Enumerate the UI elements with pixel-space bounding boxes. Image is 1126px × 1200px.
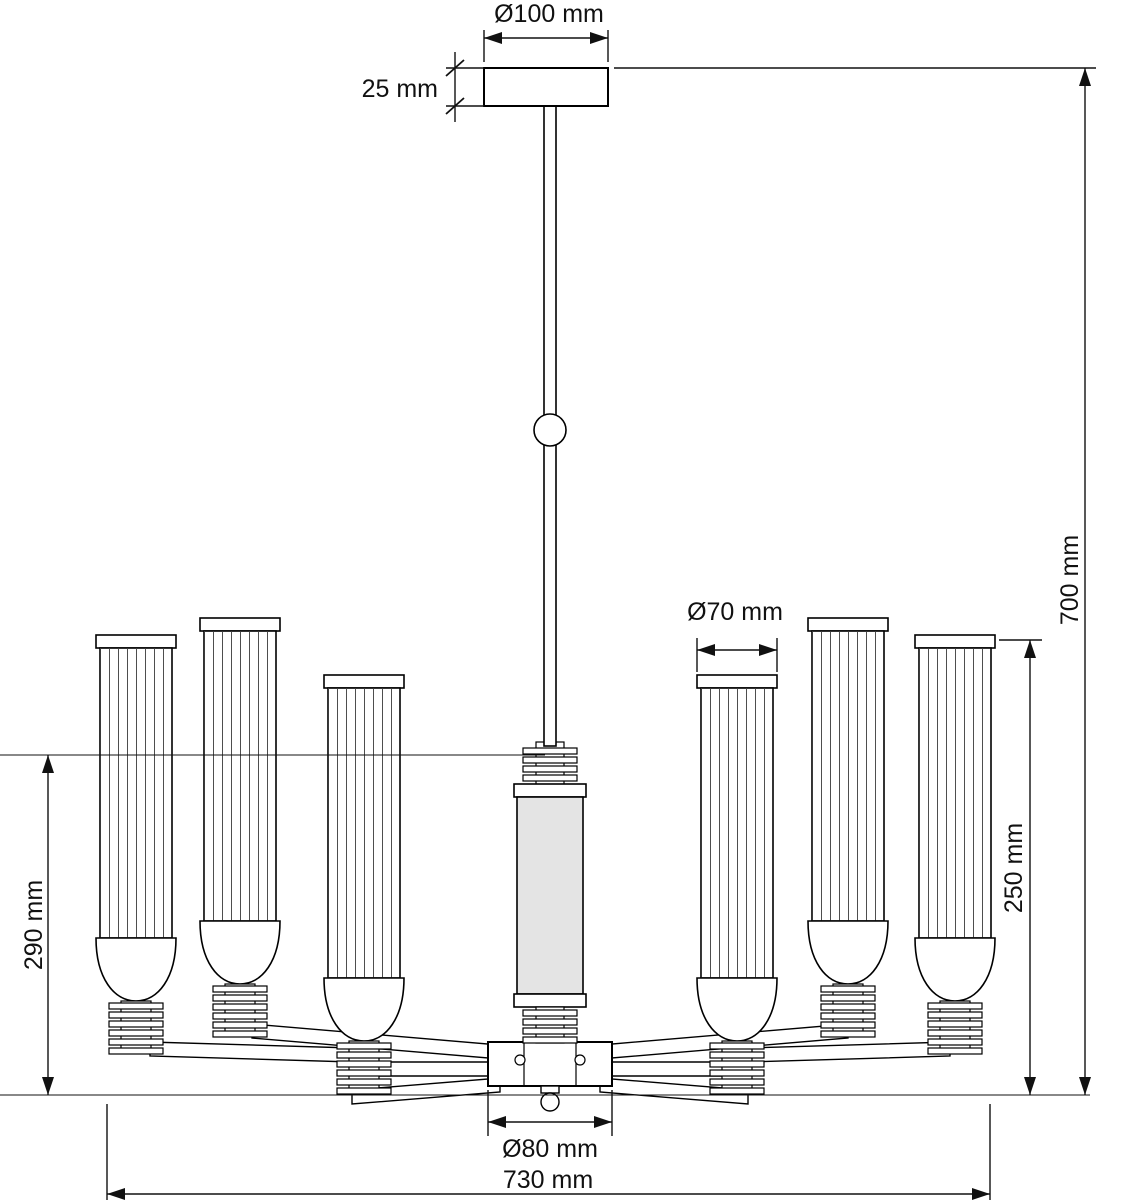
dim-label-overall-height: 700 mm: [1056, 535, 1084, 625]
dim-hub-diameter: Ø80 mm: [487, 1090, 613, 1163]
dim-canopy-diameter: Ø100 mm: [483, 0, 609, 62]
dim-overall-width: 730 mm: [106, 1104, 991, 1200]
center-fins-top: [522, 747, 578, 782]
dim-label-overall-width: 730 mm: [503, 1166, 593, 1194]
center-fins-bottom: [522, 1009, 578, 1044]
hub: [487, 1041, 613, 1087]
shade-right-middle: [807, 617, 889, 1038]
center-body-cylinder: [516, 796, 584, 995]
shade-left-middle: [199, 617, 281, 1038]
dim-label-body-drop-height: 290 mm: [20, 880, 48, 970]
dim-label-shade-diameter: Ø70 mm: [687, 598, 783, 626]
shade-right-outer: [914, 634, 996, 1055]
dim-overall-height: 700 mm: [614, 67, 1096, 1095]
ceiling-canopy: [483, 67, 609, 107]
dim-canopy-height: 25 mm: [362, 52, 484, 122]
dim-shade-height: 250 mm: [999, 639, 1042, 1095]
rear-arms: [351, 1077, 749, 1105]
finial: [540, 1085, 560, 1112]
center-column: [513, 741, 587, 1044]
shade-left-outer: [95, 634, 177, 1055]
dim-body-drop-height: 290 mm: [20, 755, 54, 1095]
dim-label-canopy-diameter: Ø100 mm: [494, 0, 604, 28]
arm-pin-left: [514, 1054, 526, 1066]
dim-label-canopy-height: 25 mm: [362, 75, 438, 103]
dim-label-hub-diameter: Ø80 mm: [502, 1135, 598, 1163]
dim-label-shade-height: 250 mm: [1000, 823, 1028, 913]
rod-ball-joint: [533, 413, 567, 447]
dim-shade-diameter: Ø70 mm: [687, 598, 783, 672]
arm-pin-right: [574, 1054, 586, 1066]
